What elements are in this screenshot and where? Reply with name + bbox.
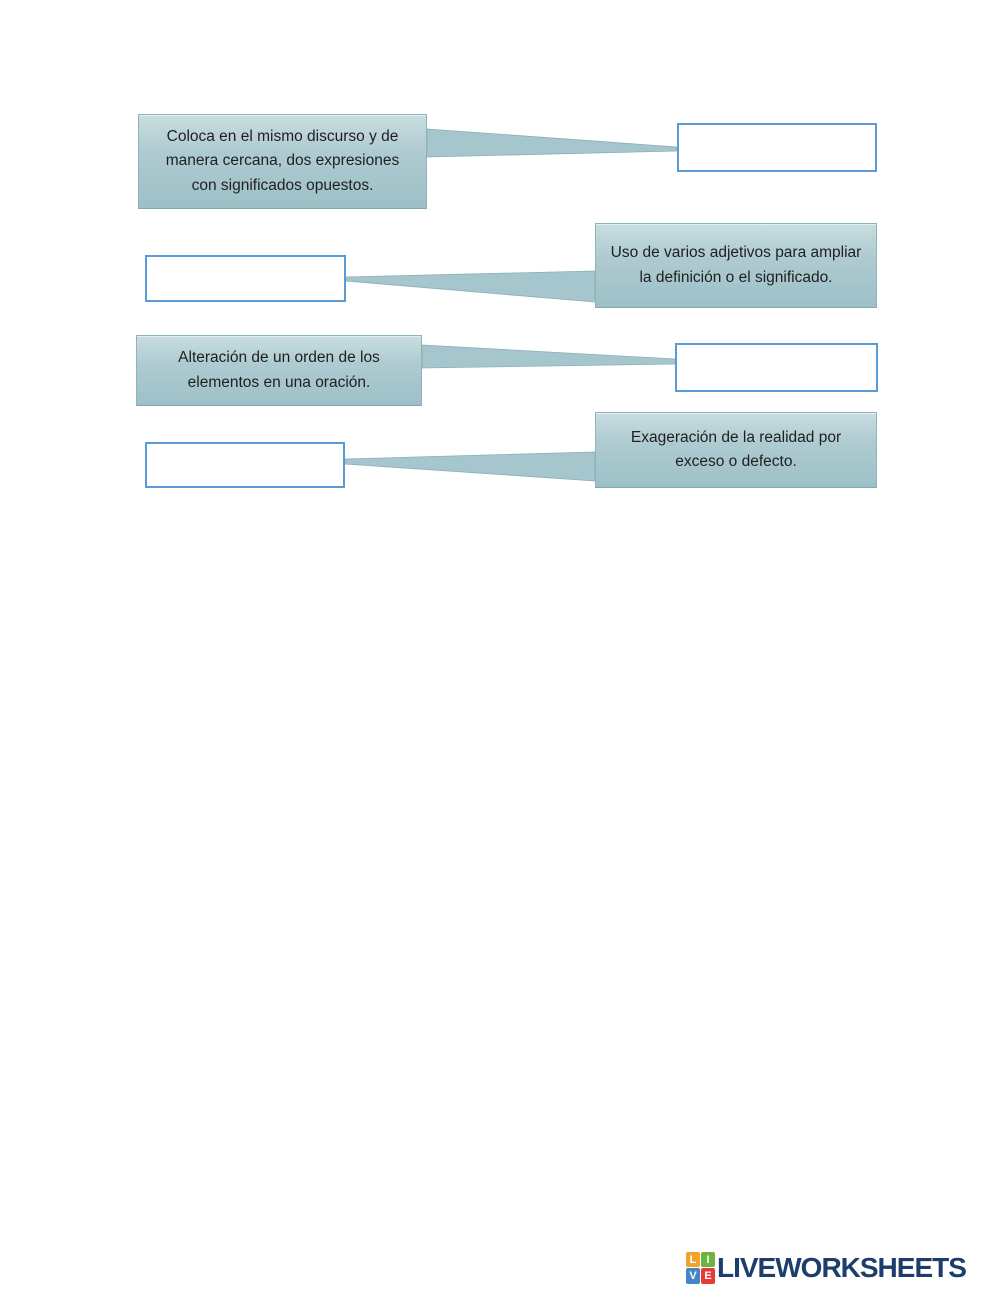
liveworksheets-logo: L I V E LIVEWORKSHEETS <box>686 1252 967 1284</box>
definition-text-2: Uso de varios adjetivos para ampliar la … <box>610 244 862 286</box>
answer-box-4[interactable] <box>145 442 345 488</box>
logo-tile-v: V <box>686 1268 700 1284</box>
definition-text-3: Alteración de un orden de los elementos … <box>178 349 380 391</box>
logo-tile-i: I <box>701 1252 715 1267</box>
connector-3 <box>421 344 676 369</box>
definition-callout-1: Coloca en el mismo discurso y de manera … <box>138 114 427 209</box>
definition-text-4: Exageración de la realidad por exceso o … <box>630 428 842 470</box>
definition-callout-2: Uso de varios adjetivos para ampliar la … <box>595 223 877 308</box>
logo-tile-e: E <box>701 1268 715 1284</box>
definition-callout-3: Alteración de un orden de los elementos … <box>136 335 422 406</box>
answer-box-1[interactable] <box>677 123 877 172</box>
liveworksheets-wordmark: LIVEWORKSHEETS <box>717 1252 967 1283</box>
logo-tile-l: L <box>686 1252 700 1267</box>
answer-box-2[interactable] <box>145 255 346 302</box>
definition-callout-4: Exageración de la realidad por exceso o … <box>595 412 877 488</box>
answer-box-3[interactable] <box>675 343 878 392</box>
connector-2 <box>345 270 596 303</box>
connector-1 <box>426 128 678 158</box>
connector-4 <box>344 451 596 482</box>
liveworksheets-logo-icon: L I V E <box>686 1252 715 1284</box>
definition-text-1: Coloca en el mismo discurso y de manera … <box>165 127 400 194</box>
